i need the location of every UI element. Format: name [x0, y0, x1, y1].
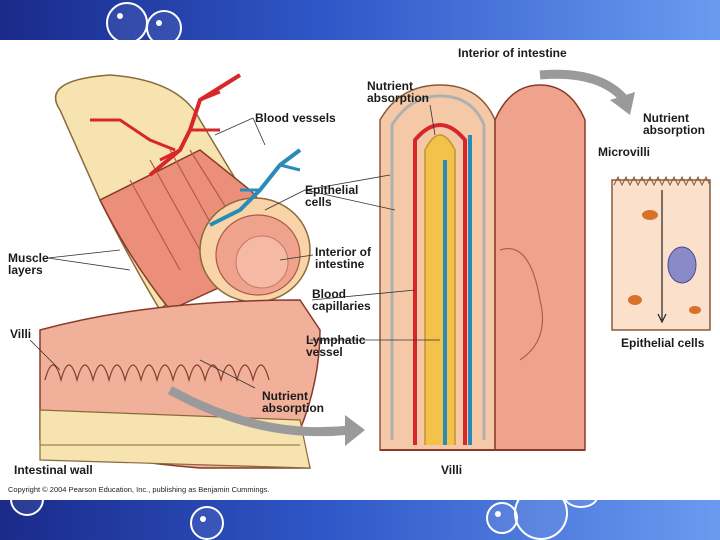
leader-lines [29, 104, 440, 389]
bubble-decoration [486, 502, 518, 534]
label-blood-vessels: Blood vessels [255, 111, 336, 125]
bubble-decoration [10, 482, 44, 516]
label-epithelial-cells-left: Epithelial cells [305, 183, 359, 209]
label-muscle-layers: Muscle layers [8, 251, 49, 277]
epithelial-cell-inset [611, 175, 711, 331]
blood-vessels [90, 73, 302, 227]
bubble-decoration [190, 506, 224, 540]
label-intestinal-wall: Intestinal wall [14, 463, 93, 477]
flow-arrows [167, 69, 635, 446]
label-nutrient-absorption-cell: Nutrient absorption [643, 111, 705, 137]
label-nutrient-absorption-wall: Nutrient absorption [262, 389, 324, 415]
bubble-decoration [514, 486, 568, 540]
label-blood-capillaries: Blood capillaries [312, 287, 371, 313]
label-nutrient-absorption-villus: Nutrient absorption [367, 79, 429, 105]
label-interior-of-intestine-mid: Interior of intestine [315, 245, 371, 271]
label-lymphatic-vessel: Lymphatic vessel [306, 333, 366, 359]
villus-diagram [379, 84, 586, 451]
copyright-notice: Copyright © 2004 Pearson Education, Inc.… [8, 485, 270, 494]
label-interior-of-intestine-top: Interior of intestine [458, 46, 567, 60]
bubble-decoration [146, 10, 182, 46]
intestinal-wall-cross-section [39, 299, 321, 469]
bubble-decoration [564, 486, 598, 508]
label-epithelial-cells-right: Epithelial cells [621, 336, 705, 350]
label-villi-left: Villi [10, 327, 32, 341]
intestine-tube [54, 74, 311, 312]
label-microvilli: Microvilli [598, 145, 651, 159]
label-villi-bottom: Villi [441, 463, 463, 477]
intestine-illustration [29, 69, 711, 469]
bubble-decoration [106, 2, 148, 44]
bottom-banner [0, 500, 720, 540]
